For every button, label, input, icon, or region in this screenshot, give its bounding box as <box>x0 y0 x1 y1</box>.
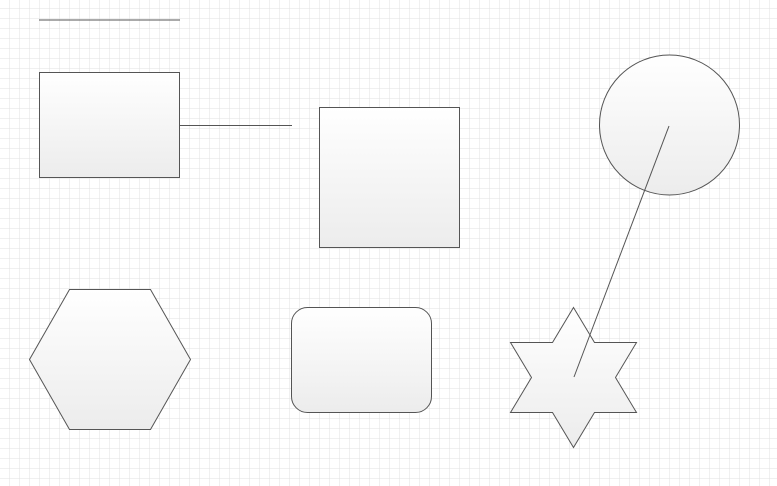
rounded-rectangle-shape[interactable] <box>291 307 432 413</box>
star-shape[interactable] <box>509 306 638 449</box>
hexagon-shape[interactable] <box>28 289 192 430</box>
circle-shape[interactable] <box>599 54 740 196</box>
square-shape[interactable] <box>319 107 460 248</box>
circle-star-connector-line[interactable] <box>573 125 670 378</box>
rectangle-shape[interactable] <box>39 72 180 178</box>
